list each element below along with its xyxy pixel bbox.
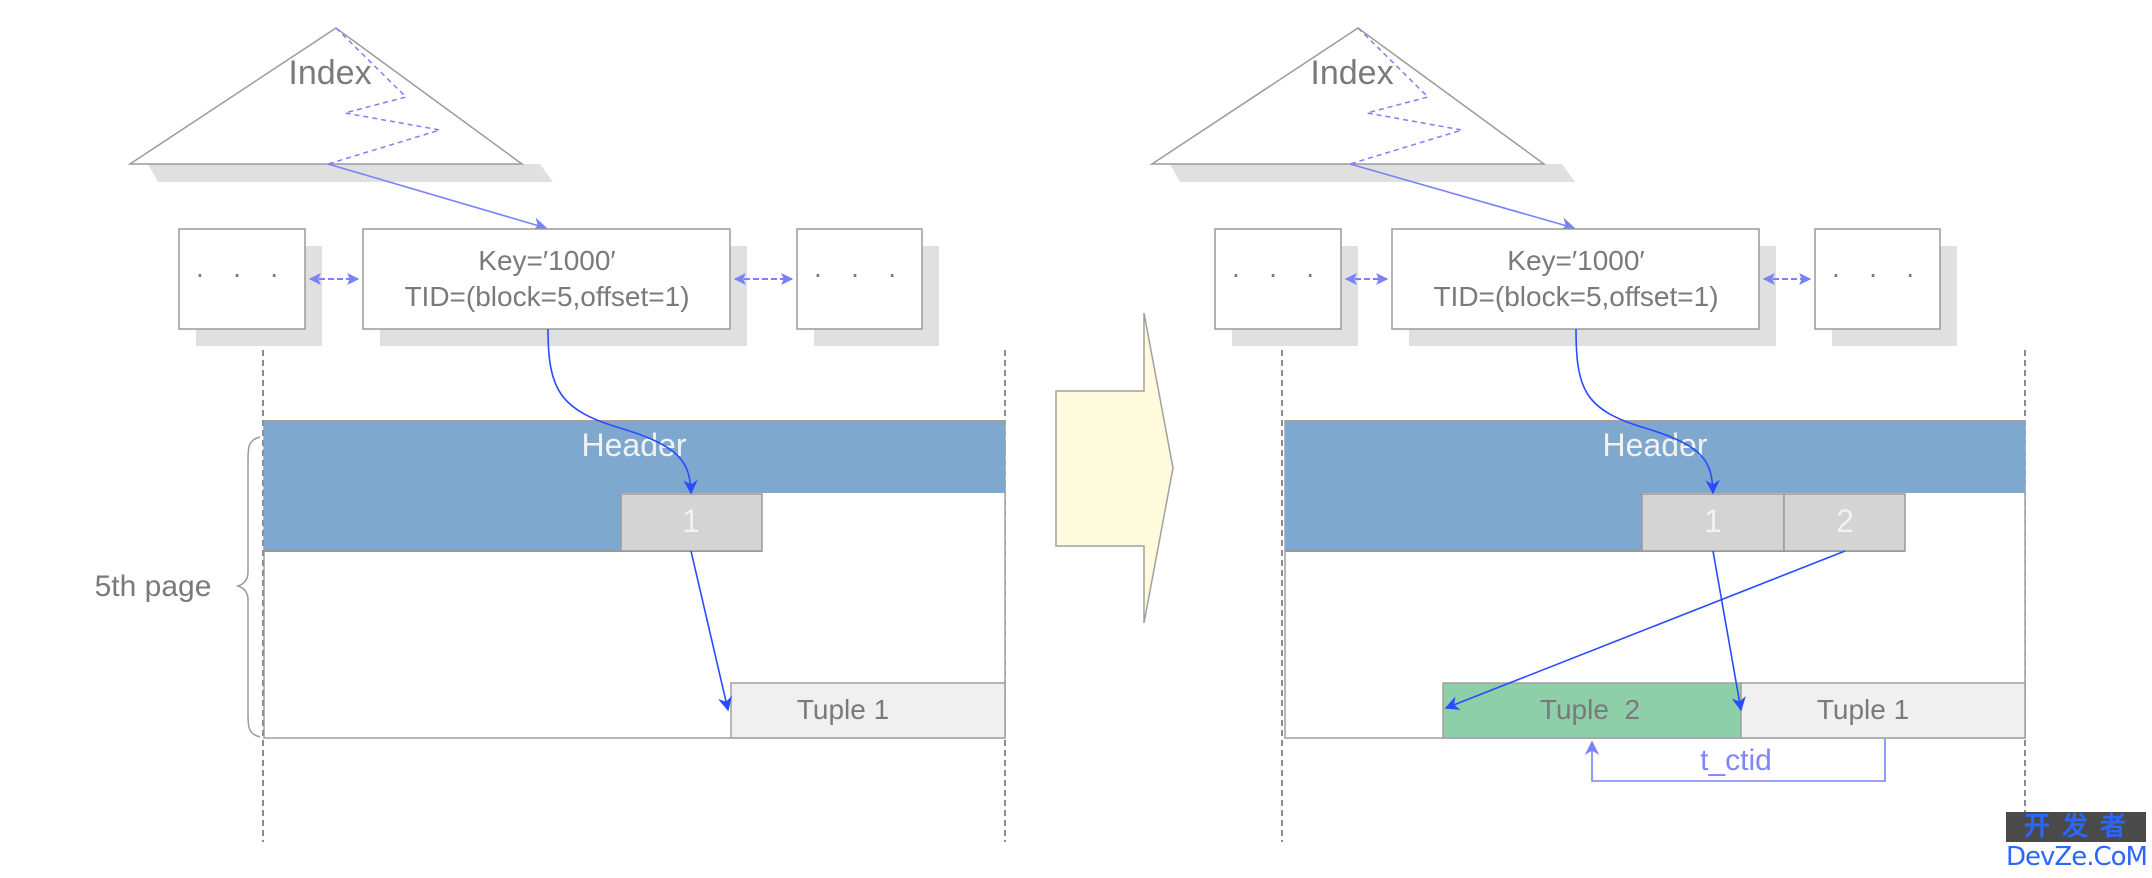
page-label: 5th page [95,570,212,603]
line-pointer-1-label-after: 1 [1704,503,1722,539]
header-label-after: Header [1603,427,1708,463]
leaf-right-ellipsis: · · · [813,258,907,289]
tuple-1-after [1740,682,2026,739]
index-shadow-after [1170,164,1575,182]
tid-to-slot-arrow [547,328,698,495]
leaf-left-ellipsis-after: · · · [1231,258,1325,289]
leaf-right-ellipsis-after: · · · [1831,258,1925,289]
page-brace [235,436,261,738]
line-pointer-2-label-after: 2 [1836,503,1854,539]
slot-1-to-tuple-1-arrow [1712,550,1746,712]
index-tree: Index [127,27,553,182]
line-pointer-2-after [1783,493,1906,552]
transition-arrow [1055,312,1174,624]
heap-page-after: Header 1 2 Tuple 2 Tuple 1 [1284,420,2026,739]
before-panel: Index · · · Key=′1000′ TID=(block=5,offs… [95,27,1006,842]
leaf-right: · · · [796,228,939,346]
watermark-line2: DevZe.CoM [2006,842,2148,872]
tuple-1-label-after: Tuple 1 [1817,694,1909,725]
leaf-right-after: · · · [1814,228,1957,346]
index-search-path-after [1349,27,1463,165]
index-triangle [127,27,525,165]
after-panel: Index · · · Key=′1000′ TID=(block=5,offs… [1149,27,2026,842]
leaf-main-box [362,228,731,330]
tuple-2-after [1442,682,1742,739]
t-ctid-label: t_ctid [1700,744,1772,777]
leaf-left-ellipsis: · · · [195,258,289,289]
page-header-lower [264,493,621,551]
slot-2-to-tuple-2-arrow [1444,550,1846,710]
tuple-1 [730,682,1006,739]
page-header-lower-after [1285,493,1642,551]
t-ctid-link [1584,739,1886,782]
heap-page: Header 1 Tuple 1 [263,420,1006,739]
index-label-after: Index [1310,54,1393,92]
leaf-left-box [178,228,306,330]
index-tree-after: Index [1149,27,1575,182]
index-label: Index [288,54,371,92]
leaf-tid-text: TID=(block=5,offset=1) [404,281,689,312]
line-pointer-1-label: 1 [682,503,700,539]
index-to-leaf-arrow-after [1349,163,1576,232]
leaf-key-text: Key=′1000′ [478,245,615,276]
leaf-key-text-after: Key=′1000′ [1507,245,1644,276]
index-search-path [327,27,441,165]
slot-to-tuple-arrow [690,550,733,712]
tid-to-slot-arrow-after [1575,328,1720,495]
leaf-main-box-after [1391,228,1760,330]
leaf-left-after: · · · [1214,228,1358,346]
watermark-line1: 开发者 [2006,812,2146,842]
page-header-band-after [1285,421,2025,493]
tuple-1-label: Tuple 1 [797,694,889,725]
leaf-main: Key=′1000′ TID=(block=5,offset=1) [362,228,747,346]
leaf-right-box-after [1814,228,1941,330]
leaf-right-box [796,228,923,330]
leaf-main-after: Key=′1000′ TID=(block=5,offset=1) [1391,228,1776,346]
leaf-left-box-after [1214,228,1342,330]
index-shadow [148,164,553,182]
index-to-leaf-arrow [327,163,548,232]
leaf-left: · · · [178,228,322,346]
index-triangle-after [1149,27,1547,165]
tuple-2-label-after: Tuple 2 [1540,694,1640,725]
leaf-tid-text-after: TID=(block=5,offset=1) [1433,281,1718,312]
watermark: 开发者 DevZe.CoM [2006,812,2148,872]
line-pointer-1-after [1641,493,1785,552]
